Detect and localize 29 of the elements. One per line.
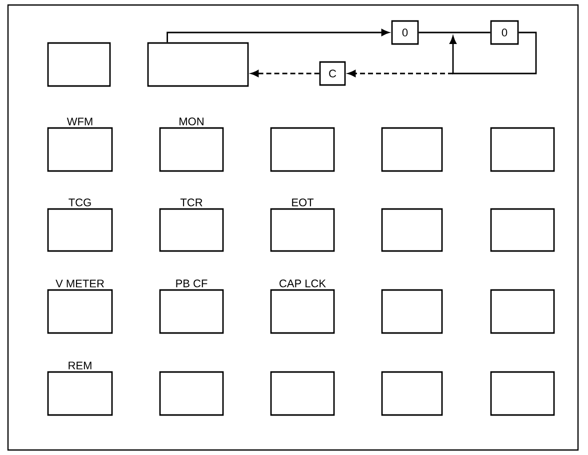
button: [490, 208, 555, 252]
button: [381, 127, 443, 172]
button: [381, 208, 443, 252]
button-label: WFM: [66, 118, 92, 126]
indicator-box: 0: [391, 20, 419, 45]
arrow: [450, 32, 537, 74]
button-label: EOT: [292, 198, 314, 206]
button-label: REM: [68, 362, 92, 370]
button: [490, 289, 555, 334]
button: [490, 127, 555, 172]
button: [159, 371, 224, 416]
arrow: [348, 70, 453, 77]
button-label: TCG: [68, 198, 91, 206]
button: [270, 127, 335, 172]
button: [147, 42, 249, 87]
button: [381, 371, 443, 416]
arrow: [166, 29, 390, 42]
button: [490, 371, 555, 416]
button-label: CAP LCK: [280, 280, 326, 288]
arrow: [250, 70, 320, 77]
indicator-box: C: [319, 61, 346, 86]
indicator-box: 0: [490, 20, 519, 45]
button: [270, 371, 335, 416]
button: [47, 42, 111, 87]
button: [381, 289, 443, 334]
button-label: TCR: [180, 198, 202, 206]
button-label: PB CF: [176, 280, 208, 288]
button-label: V METER: [56, 280, 104, 288]
button-label: MON: [180, 118, 204, 126]
